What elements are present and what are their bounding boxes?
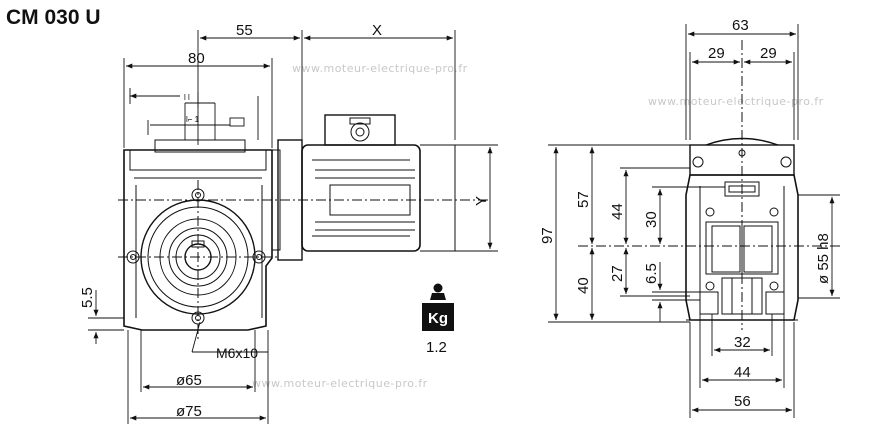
dim-57: 57 <box>575 191 592 208</box>
dim-dia-65: ø65 <box>176 372 202 389</box>
front-view-dimensions <box>88 30 498 424</box>
side-view-dimensions <box>548 24 840 418</box>
dim-29-right: 29 <box>760 45 777 62</box>
motor-body <box>301 144 421 252</box>
dim-m6x10: M6x10 <box>216 345 258 361</box>
dim-97: 97 <box>539 227 556 244</box>
dim-40: 40 <box>575 277 592 294</box>
side-view-labels: 63 29 29 97 57 40 44 27 30 6.5 ø 55 h8 3… <box>539 17 832 410</box>
dim-63: 63 <box>732 17 749 34</box>
dim-x: X <box>372 22 382 39</box>
dim-80: 80 <box>188 50 205 67</box>
dim-55: 55 <box>236 22 253 39</box>
dim-32: 32 <box>734 334 751 351</box>
front-view <box>118 114 490 340</box>
dim-30: 30 <box>643 211 660 228</box>
front-view-labels: 55 X 80 l l l⌐ 1 Y 5.5 M6x10 ø65 ø75 <box>79 22 490 420</box>
dim-5-5: 5.5 <box>79 287 96 308</box>
weight-icon: Kg <box>422 283 454 331</box>
watermark-top: www.moteur-electrique-pro.fr <box>292 62 468 75</box>
side-view <box>578 40 840 330</box>
watermark-right: www.moteur-electrique-pro.fr <box>648 95 824 108</box>
dim-29-left: 29 <box>708 45 725 62</box>
watermark-bottom: www.moteur-electrique-pro.fr <box>252 377 428 390</box>
dim-dia-75: ø75 <box>176 403 202 420</box>
weight-icon-label: Kg <box>428 310 448 327</box>
dim-56: 56 <box>734 393 751 410</box>
dim-44-vertical: 44 <box>609 203 626 220</box>
terminal-box <box>324 114 396 146</box>
detail-label-2: l⌐ 1 <box>186 115 200 124</box>
drawing-title: CM 030 U <box>6 6 101 29</box>
dim-6-5: 6.5 <box>643 263 660 284</box>
housing-top-boss <box>129 149 267 171</box>
dim-44-bottom: 44 <box>734 364 751 381</box>
detail-label: l l <box>184 93 190 102</box>
dim-dia-55-h8: ø 55 h8 <box>815 233 832 284</box>
dim-27: 27 <box>609 265 626 282</box>
dim-y: Y <box>473 196 490 206</box>
weight-value: 1.2 <box>426 339 447 356</box>
